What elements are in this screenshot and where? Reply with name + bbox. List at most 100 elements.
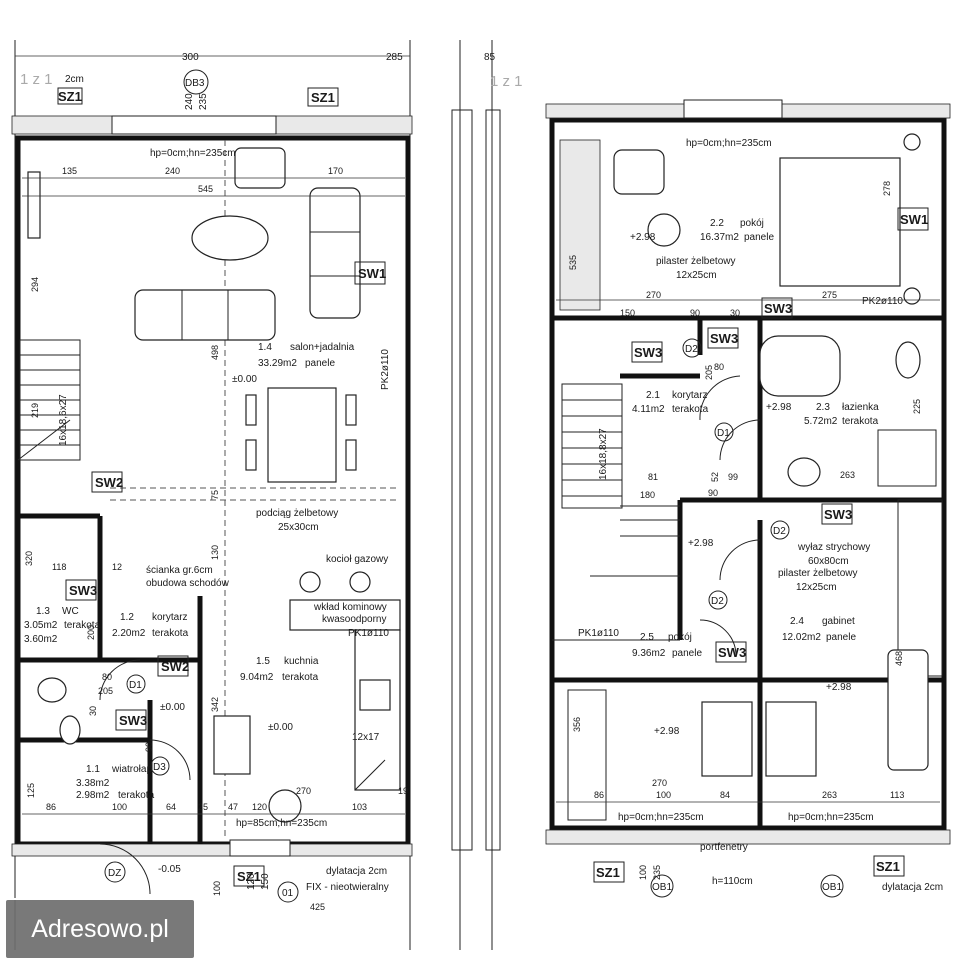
room-floor: terakota <box>282 672 319 683</box>
toilet-icon <box>37 677 67 703</box>
dimension: 75 <box>210 490 220 500</box>
dimension: 130 <box>210 545 220 560</box>
dimension: 81 <box>648 472 658 482</box>
room-name: kuchnia <box>284 656 319 667</box>
toilet-icon <box>895 341 921 379</box>
pilaster-size: 12x25cm <box>796 582 837 593</box>
watermark-text: Adresowo.pl <box>31 914 169 943</box>
flue-note: PK1ø110 <box>348 628 389 639</box>
ground-staircase <box>19 339 81 461</box>
wall-code-sw3: SW3 <box>764 301 792 316</box>
window-height-235: 235 <box>198 93 209 110</box>
door-code-d2: D2 <box>711 596 724 607</box>
door-code-dz: DZ <box>108 868 121 879</box>
beam-size: 25x30cm <box>278 522 319 533</box>
room-number: 2.1 <box>646 390 660 401</box>
sink-icon <box>59 715 81 745</box>
level-marker: ±0.00 <box>232 374 257 385</box>
dimension: 225 <box>912 399 922 414</box>
dimension: 86 <box>594 790 604 800</box>
room-name: wiatrołap <box>111 764 152 775</box>
flue-note: PK2ø110 <box>862 296 903 307</box>
scale-label: 1 z 1 <box>20 71 53 88</box>
dimension: 263 <box>840 470 855 480</box>
sink-icon <box>787 457 821 487</box>
beam-note: podciąg żelbetowy <box>256 508 338 519</box>
pilaster-note: pilaster żelbetowy <box>656 256 735 267</box>
dimension: 235 <box>652 865 662 880</box>
level-marker: -0.05 <box>158 864 181 875</box>
window-note: hp=0cm;hn=235cm <box>618 812 704 823</box>
dimension: 180 <box>640 490 655 500</box>
level-marker: +2.98 <box>826 682 852 693</box>
dimension: 52 <box>710 472 720 482</box>
chimney-insert-note: wkład kominowy <box>313 602 387 613</box>
room-floor: panele <box>672 648 702 659</box>
stair-casing-note: obudowa schodów <box>146 578 230 589</box>
armchair-sofa-right-icon <box>309 187 361 319</box>
french-window-height: h=110cm <box>712 876 753 887</box>
room-floor: panele <box>305 358 335 369</box>
dimension: 200 <box>86 625 96 640</box>
wall-code-sz1: SZ1 <box>311 90 335 105</box>
dimension: 320 <box>24 551 34 566</box>
room-name: salon+jadalnia <box>290 342 355 353</box>
room-area: 2.20m2 <box>112 628 146 639</box>
wall-code-sw3: SW3 <box>718 645 746 660</box>
dimension: 103 <box>352 802 367 812</box>
wall-code-sw1: SW1 <box>900 212 928 227</box>
stair-spec: 16x18,8x27 <box>598 428 609 480</box>
room-floor: terakota <box>118 790 155 801</box>
dimension: 19 <box>398 786 408 796</box>
wall-code-sw1: SW1 <box>358 266 386 281</box>
wall-code-sw3: SW3 <box>69 583 97 598</box>
dimension: 342 <box>210 697 220 712</box>
dimension: 90 <box>708 488 718 498</box>
room-area-alt: 3.60m2 <box>24 634 58 645</box>
hatch-size: 60x80cm <box>808 556 849 567</box>
room-area: 16.37m2 <box>700 232 739 243</box>
fixed-window-note: FIX - nieotwieralny <box>306 882 389 893</box>
dimension: 30 <box>88 706 98 716</box>
expansion-note: dylatacja 2cm <box>882 882 943 893</box>
room-number: 2.3 <box>816 402 830 413</box>
wall-code-sw3: SW3 <box>824 507 852 522</box>
bed-icon <box>779 133 921 305</box>
dimension: 278 <box>882 181 892 196</box>
watermark-badge: Adresowo.pl <box>4 898 196 960</box>
dimension: 294 <box>30 277 40 292</box>
window-code-ob1: OB1 <box>652 882 672 893</box>
dimension: 113 <box>890 790 904 800</box>
room-area-alt: 3.38m2 <box>76 778 110 789</box>
dimension: 90 <box>144 742 154 752</box>
room-floor: terakota <box>842 416 879 427</box>
pilaster-note: pilaster żelbetowy <box>778 568 857 579</box>
ground-floor-plan: SZ1 SZ1 SW1 SW2 SW2 SW3 SW3 SZ1 DB3 DZ 0… <box>11 69 413 912</box>
room-floor: panele <box>826 632 856 643</box>
dimension: 86 <box>46 802 56 812</box>
dimension: 425 <box>310 902 325 912</box>
room-floor: terakota <box>64 620 101 631</box>
room-name: korytarz <box>672 390 708 401</box>
armchair-icon <box>613 149 665 195</box>
sofa-icon <box>887 649 929 771</box>
coffee-table-icon <box>191 215 269 261</box>
wall-code-sz1: SZ1 <box>58 89 82 104</box>
wardrobe-icon <box>559 139 601 311</box>
top-dim-85: 85 <box>484 52 496 63</box>
room-name: gabinet <box>822 616 855 627</box>
level-marker: +2.98 <box>654 726 680 737</box>
door-code-d2: D2 <box>773 526 786 537</box>
dimension: 80 <box>714 362 724 372</box>
level-marker: +2.98 <box>688 538 714 549</box>
room-name: pokój <box>668 632 692 643</box>
dining-table-icon <box>245 387 357 483</box>
dimension: 99 <box>728 472 738 482</box>
dimension: 535 <box>568 255 578 270</box>
dimension: 205 <box>704 365 714 380</box>
dimension: 120 <box>252 802 267 812</box>
dimension: 90 <box>690 308 700 318</box>
dimension: 47 <box>228 802 238 812</box>
dimension: 100 <box>656 790 671 800</box>
